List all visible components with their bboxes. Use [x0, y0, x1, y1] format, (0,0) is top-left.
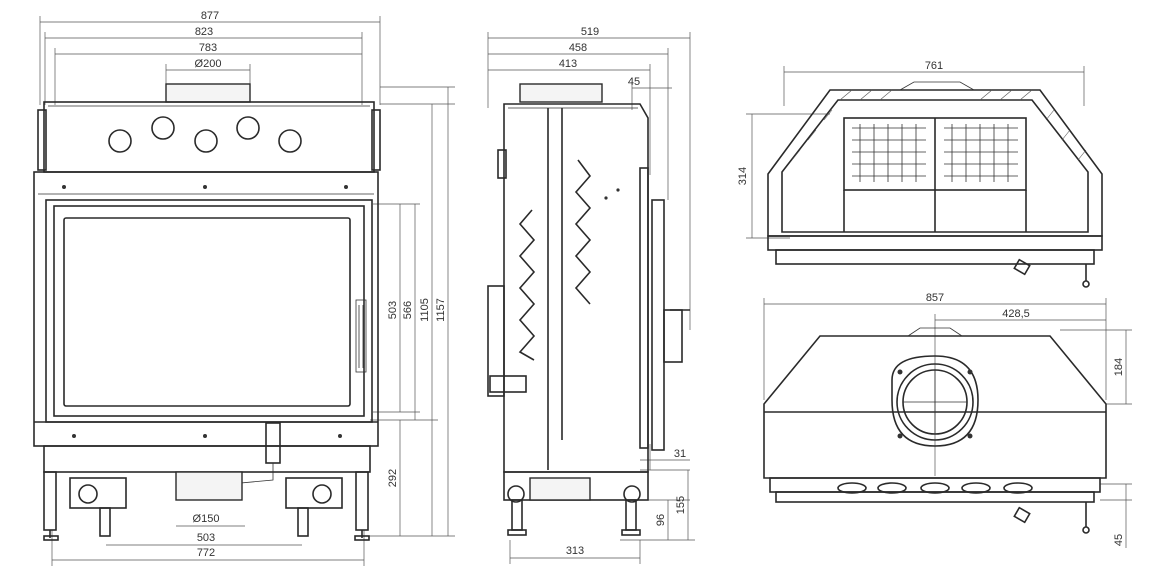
front-frame — [33, 171, 379, 447]
door-handle — [265, 422, 281, 464]
dim-45-bottom: 45 — [1113, 534, 1125, 546]
dim-1105: 1105 — [419, 298, 431, 322]
dim-155: 155 — [675, 496, 687, 514]
baffle-left — [518, 209, 536, 361]
dim-458: 458 — [569, 42, 587, 54]
dim-31: 31 — [674, 448, 686, 460]
front-upper-panel — [43, 101, 375, 173]
flue-outlet-ring — [891, 355, 979, 447]
dim-96: 96 — [655, 514, 667, 526]
dim-519: 519 — [581, 26, 599, 38]
dim-314: 314 — [737, 167, 749, 185]
dim-d150: Ø150 — [193, 513, 220, 525]
outlet-150 — [175, 471, 243, 501]
dim-566: 566 — [402, 301, 414, 319]
plan-view-lower: 857 428,5 184 45 — [763, 292, 1132, 548]
front-dimension-lines — [39, 16, 455, 566]
dim-413: 413 — [559, 58, 577, 70]
lower-vent-ovals — [837, 482, 1033, 494]
front-legs — [43, 471, 370, 541]
dim-823: 823 — [195, 26, 213, 38]
dim-503-width: 503 — [197, 532, 215, 544]
dim-1157: 1157 — [435, 298, 447, 322]
flue-collar-side — [519, 83, 603, 103]
plan-view-upper: 761 314 — [737, 60, 1103, 288]
glass-door — [45, 199, 373, 423]
dim-313: 313 — [566, 545, 584, 557]
side-dimension-lines — [487, 32, 695, 564]
side-bracket — [489, 375, 527, 393]
lower-plan-outline — [763, 335, 1107, 479]
dim-45-side: 45 — [628, 76, 640, 88]
front-view: 877 823 783 Ø200 503 566 1105 1157 292 Ø… — [33, 10, 455, 566]
side-view: 519 458 413 45 31 155 96 313 — [487, 26, 695, 564]
air-vent-holes — [108, 116, 302, 153]
dim-d200: Ø200 — [195, 58, 222, 70]
lower-dimension-lines — [763, 298, 1132, 548]
insulation-hatch — [791, 89, 1087, 161]
front-base — [43, 445, 371, 473]
dim-292: 292 — [387, 469, 399, 487]
dim-184: 184 — [1113, 358, 1125, 376]
dim-428-5: 428,5 — [1002, 308, 1030, 320]
dim-857: 857 — [926, 292, 944, 304]
dim-783: 783 — [199, 42, 217, 54]
flue-collar-front — [165, 83, 251, 103]
dim-761: 761 — [925, 60, 943, 72]
grate-pattern — [852, 124, 1018, 182]
dim-772: 772 — [197, 547, 215, 559]
baffle-right — [574, 159, 592, 305]
dim-503-height: 503 — [387, 301, 399, 319]
dim-877: 877 — [201, 10, 219, 22]
